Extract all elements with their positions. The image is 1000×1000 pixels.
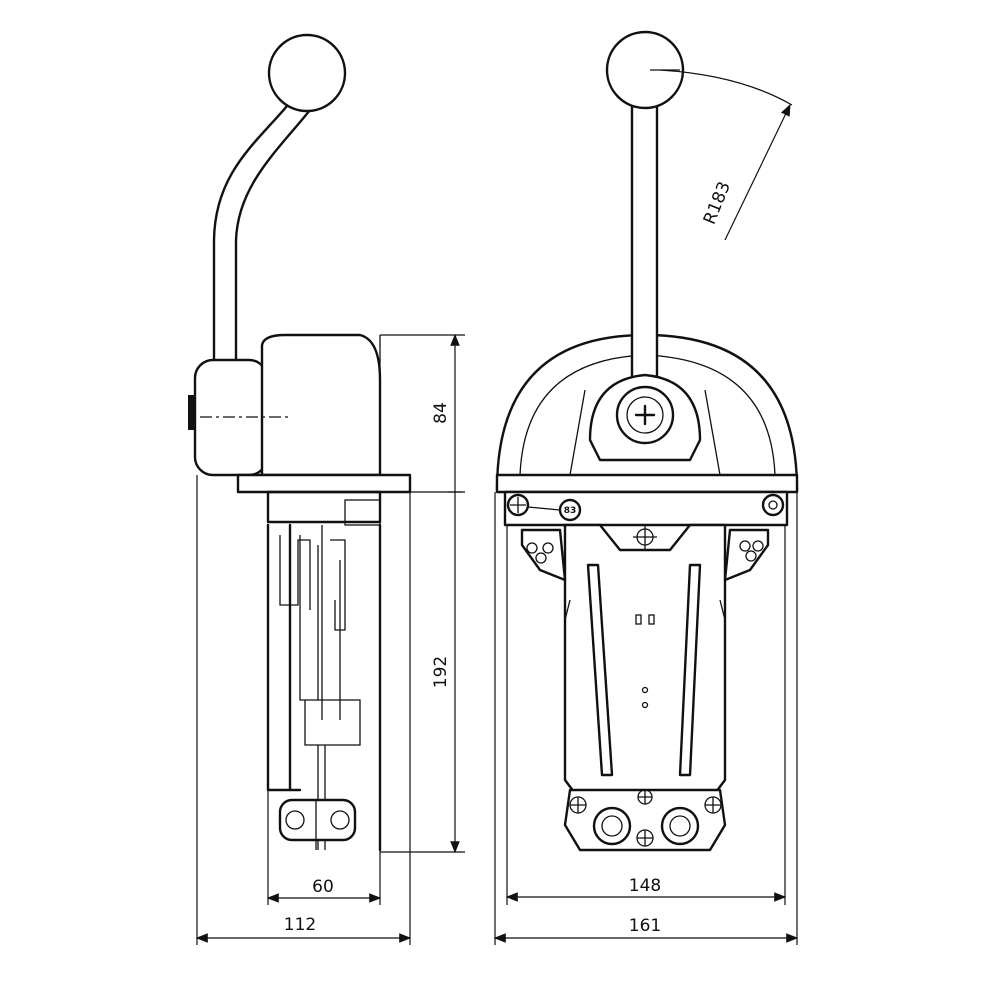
front-bracket (503, 490, 789, 527)
side-mechanism (279, 525, 361, 850)
dim-192-label: 192 (431, 656, 451, 688)
side-flange (236, 473, 412, 494)
dim-161-label: 161 (629, 916, 661, 936)
side-housing (260, 333, 382, 477)
side-dimensions: 84 192 60 112 (195, 333, 465, 945)
front-lever-shaft (630, 98, 659, 392)
body-notch (564, 599, 726, 621)
radius-leader (724, 103, 791, 241)
side-lever-knob (267, 33, 347, 113)
front-view: 83 R183 (495, 30, 799, 852)
side-mount-detail (344, 499, 381, 526)
hub-spline-icon (634, 404, 656, 426)
cable-port-left (592, 806, 632, 846)
radius-arc (659, 69, 793, 106)
dim-112-label: 112 (284, 915, 316, 935)
cable-port-right (660, 806, 700, 846)
side-lever-arm (212, 98, 312, 367)
part-callout-bubble (558, 498, 582, 522)
callout-leader (527, 506, 561, 511)
side-cable-clamp (278, 798, 357, 842)
front-dimensions: 148 161 (493, 492, 799, 945)
front-plate (495, 473, 799, 494)
side-clamp-bolt (285, 810, 305, 830)
dome-ribs (569, 389, 721, 476)
screw-icon (761, 493, 785, 517)
front-lever-knob (605, 30, 685, 110)
side-view (188, 33, 412, 852)
side-clamp-bolt (330, 810, 350, 830)
dim-60-label: 60 (312, 877, 334, 897)
right-slot (678, 563, 702, 777)
side-hub-cap (188, 395, 196, 430)
dim-148-label: 148 (629, 876, 661, 896)
dim-84-label: 84 (431, 402, 451, 424)
side-mount-block (266, 490, 382, 524)
left-bracket-ear (520, 528, 567, 582)
screw-icons (569, 789, 722, 847)
left-slot (586, 563, 614, 777)
dim-r183-label: R183 (700, 179, 735, 228)
part-callout-label: 83 (564, 506, 577, 516)
